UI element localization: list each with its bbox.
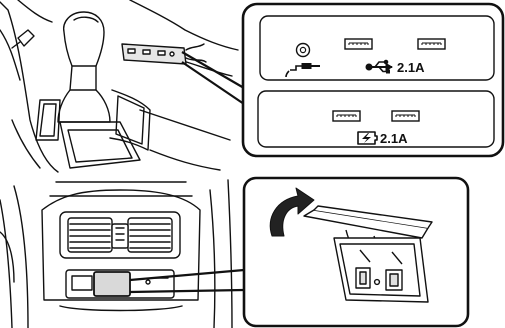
panel-lower: 2.1A <box>258 91 494 147</box>
charge-current-label: 2.1A <box>380 131 408 146</box>
usb-port-icon <box>345 39 372 49</box>
rear-console-illustration <box>0 180 232 328</box>
usb-port-icon <box>392 111 419 121</box>
charging-battery-icon <box>358 132 377 144</box>
console-illustration <box>0 0 238 172</box>
usb-current-label: 2.1A <box>397 60 425 75</box>
aux-audio-jack-icon <box>297 44 310 57</box>
usb-port-icon <box>418 39 445 49</box>
panel-upper: 2.1A <box>260 16 494 80</box>
usb-port-icon <box>333 111 360 121</box>
